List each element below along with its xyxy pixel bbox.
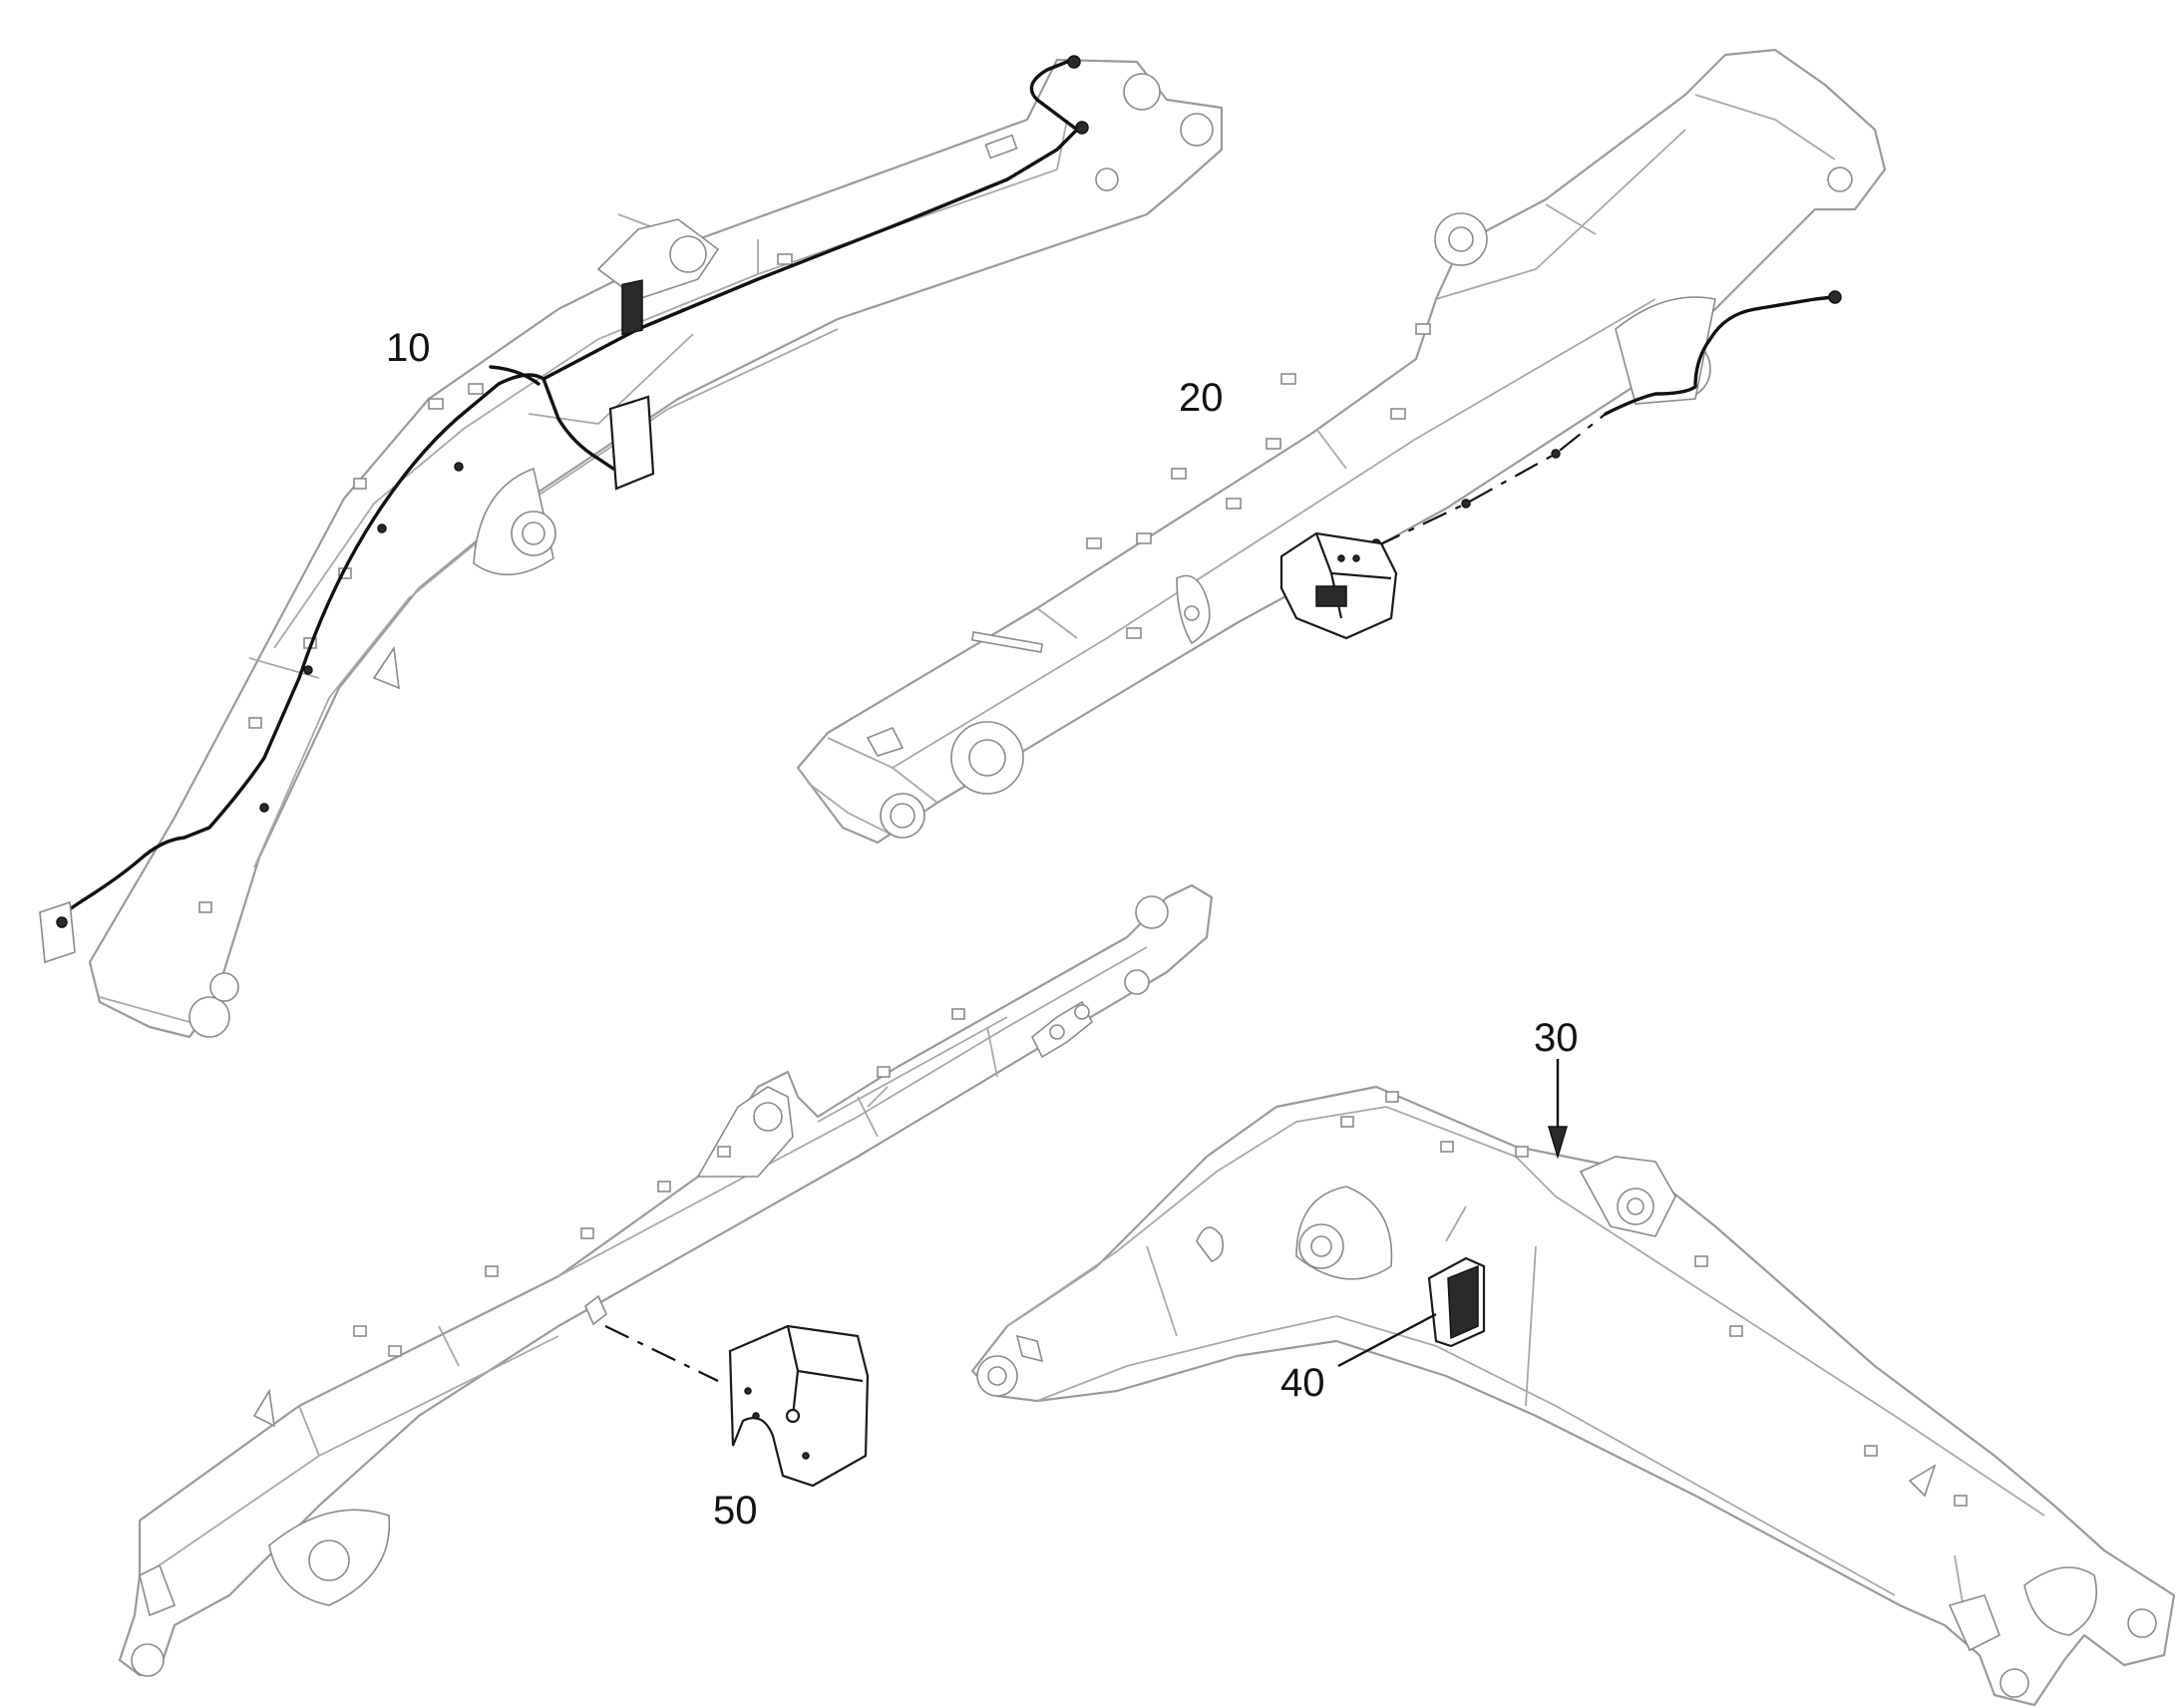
callout-30: 30 <box>1534 1016 1579 1060</box>
boom-assembly-30 <box>970 1085 2176 1707</box>
wire-harness-10 <box>39 55 1089 964</box>
guard-box-20 <box>1279 531 1398 640</box>
boom-assembly-20 <box>796 48 1887 845</box>
callout-40: 40 <box>1280 1361 1325 1405</box>
boom-30-body <box>970 1085 2176 1707</box>
guard-box-50 <box>728 1324 870 1488</box>
boom-assembly-10 <box>88 58 1224 1039</box>
control-box-10 <box>608 279 655 491</box>
wire-harness-50 <box>584 1294 719 1382</box>
leader-line-40 <box>1337 1312 1437 1368</box>
control-box-40 <box>1427 1256 1486 1348</box>
callout-10: 10 <box>386 326 431 370</box>
boom-20-body <box>796 48 1887 845</box>
boom-10-body <box>88 58 1224 1039</box>
boom-assembly-50 <box>118 883 1214 1677</box>
callout-50: 50 <box>713 1489 758 1533</box>
arrowhead-30 <box>1547 1126 1569 1160</box>
callout-20: 20 <box>1179 376 1224 420</box>
